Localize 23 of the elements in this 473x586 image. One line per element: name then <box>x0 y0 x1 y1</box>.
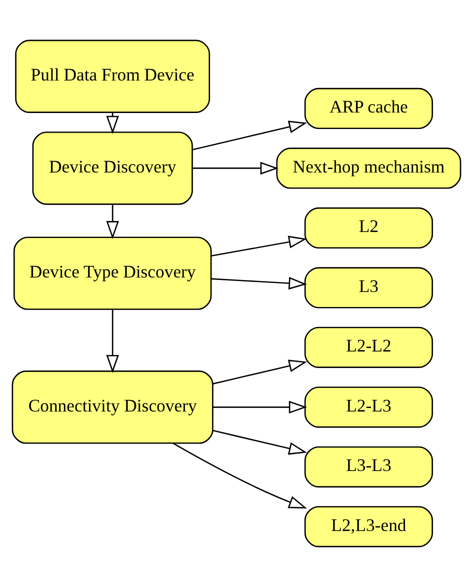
node-box: Device Discovery <box>32 131 193 204</box>
node-box: L2,L3-end <box>304 506 433 547</box>
arrow <box>211 276 307 290</box>
node-box: L3 <box>304 266 433 308</box>
arrow <box>212 429 308 454</box>
node-box: ARP cache <box>304 87 433 129</box>
arrow <box>212 359 308 384</box>
arrow <box>172 442 307 508</box>
arrow <box>192 120 308 150</box>
arrow <box>211 235 307 256</box>
node-box: L2 <box>304 206 433 248</box>
node-box: L3-L3 <box>304 446 433 487</box>
node-box: Next-hop mechanism <box>276 147 462 188</box>
arrow <box>106 309 119 373</box>
arrow <box>106 112 119 134</box>
node-box: Pull Data From Device <box>15 39 210 112</box>
node-box: Device Type Discovery <box>13 236 212 310</box>
node-box: L2-L3 <box>304 386 433 428</box>
node-box: L2-L2 <box>304 326 433 368</box>
arrow <box>192 161 278 174</box>
arrow <box>106 204 119 239</box>
arrow <box>212 400 308 414</box>
node-box: Connectivity Discovery <box>12 370 214 444</box>
